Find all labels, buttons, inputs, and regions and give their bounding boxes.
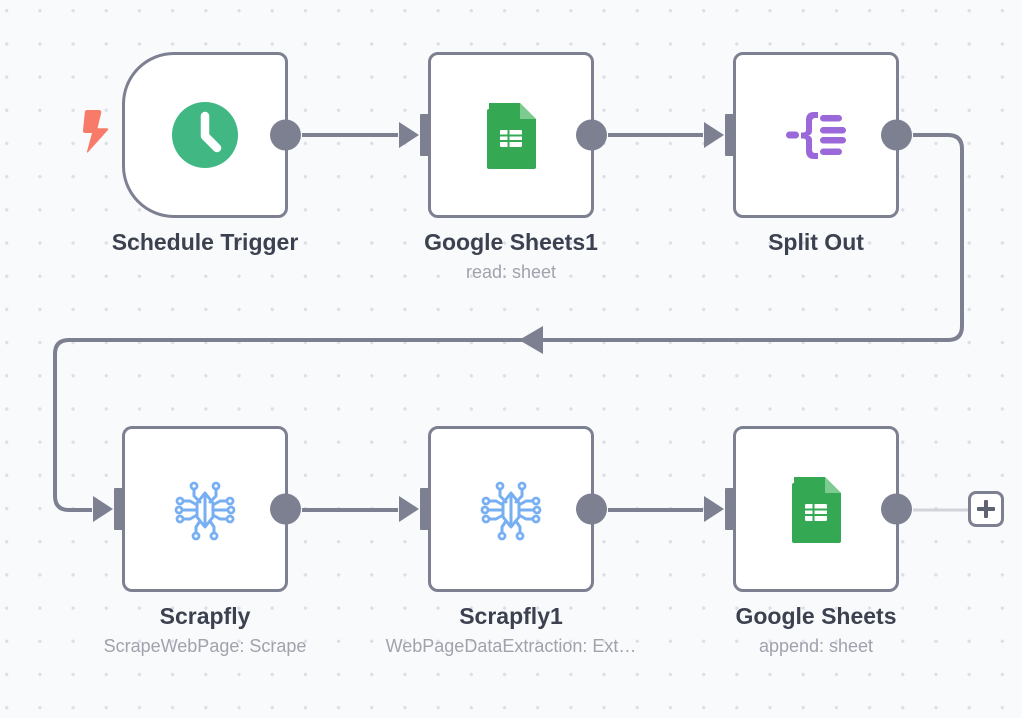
node-title: Google Sheets xyxy=(735,603,897,629)
plus-icon-vertical xyxy=(984,500,988,518)
node-labels: Scrapfly1 WebPageDataExtraction: Ext… xyxy=(346,601,676,659)
node-title: Schedule Trigger xyxy=(111,229,299,255)
node-subtitle: ScrapeWebPage: Scrape xyxy=(103,636,307,656)
node-scrapfly[interactable]: Scrapfly ScrapeWebPage: Scrape xyxy=(93,426,306,656)
node-title: Split Out xyxy=(768,229,864,255)
node-labels: Schedule Trigger xyxy=(40,227,370,257)
node-labels: Google Sheets1 read: sheet xyxy=(346,227,676,285)
output-port[interactable] xyxy=(881,493,912,525)
node-schedule-trigger[interactable]: Schedule Trigger xyxy=(112,52,301,255)
input-arrow xyxy=(93,496,113,522)
scrapfly-bug-icon xyxy=(167,471,243,547)
node-title: Scrapfly xyxy=(159,603,251,629)
node-subtitle: WebPageDataExtraction: Ext… xyxy=(385,636,637,656)
node-title: Scrapfly1 xyxy=(459,603,563,629)
google-sheets-icon xyxy=(778,471,854,547)
output-port[interactable] xyxy=(881,119,912,151)
input-port[interactable] xyxy=(725,114,736,156)
node-google-sheets[interactable]: Google Sheets append: sheet xyxy=(704,426,912,656)
output-port[interactable] xyxy=(270,493,301,525)
add-node-button[interactable] xyxy=(968,491,1004,527)
edge-arrowhead-return-top xyxy=(519,326,543,340)
output-port[interactable] xyxy=(270,119,301,151)
node-labels: Scrapfly ScrapeWebPage: Scrape xyxy=(40,601,370,659)
input-port[interactable] xyxy=(420,114,431,156)
google-sheets-icon xyxy=(473,97,549,173)
split-out-icon xyxy=(778,97,854,173)
input-port[interactable] xyxy=(420,488,431,530)
scrapfly-bug-icon xyxy=(473,471,549,547)
clock-icon xyxy=(167,97,243,173)
node-google-sheets-1[interactable]: Google Sheets1 read: sheet xyxy=(399,52,607,282)
node-labels: Split Out xyxy=(651,227,981,257)
node-title: Google Sheets1 xyxy=(424,229,598,255)
node-labels: Google Sheets append: sheet xyxy=(651,601,981,659)
node-split-out[interactable]: Split Out xyxy=(704,52,912,255)
lightning-bolt-icon xyxy=(80,108,112,154)
node-subtitle: read: sheet xyxy=(465,262,557,282)
input-port[interactable] xyxy=(114,488,125,530)
input-arrow xyxy=(704,496,724,522)
node-scrapfly-1[interactable]: Scrapfly1 WebPageDataExtraction: Ext… xyxy=(386,426,636,656)
edge-arrowhead-return xyxy=(519,340,543,354)
output-port[interactable] xyxy=(576,119,607,151)
node-subtitle: append: sheet xyxy=(758,636,874,656)
input-arrow xyxy=(399,496,419,522)
input-arrow xyxy=(399,122,419,148)
input-port[interactable] xyxy=(725,488,736,530)
input-arrow xyxy=(704,122,724,148)
output-port[interactable] xyxy=(576,493,607,525)
